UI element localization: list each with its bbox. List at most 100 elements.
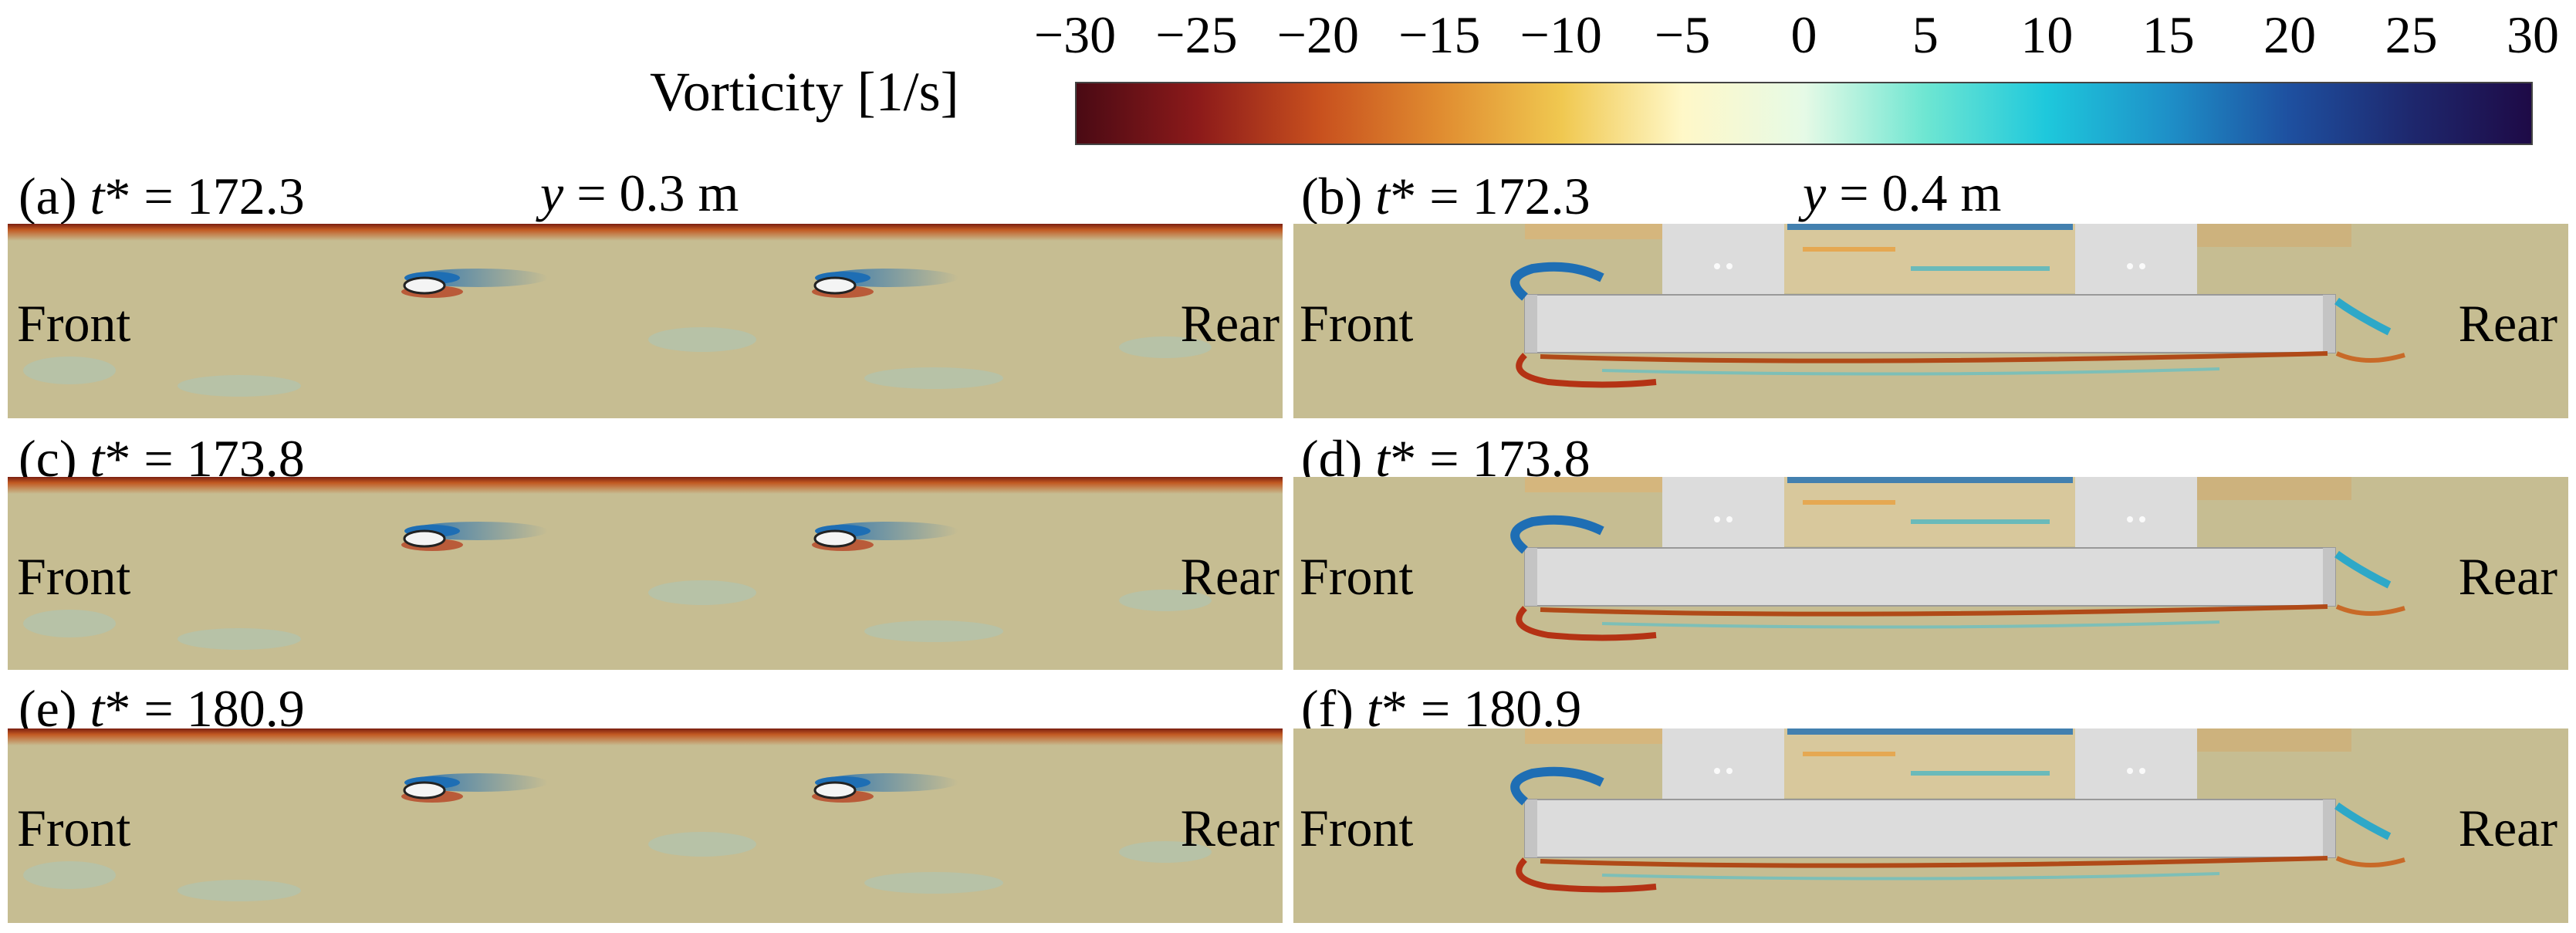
underbody-shear-layer (1540, 856, 2328, 868)
train-body (1524, 547, 2336, 607)
weak-vorticity-patch (177, 880, 301, 901)
wheel-marker (2127, 768, 2133, 774)
underbody-positive-layer (1601, 367, 2220, 376)
wheel-marker (1714, 263, 1720, 269)
train-tail-face (2323, 295, 2335, 353)
rear-label: Rear (2458, 294, 2557, 353)
colorbar-tick-label: −5 (1654, 5, 1711, 64)
wheel-marker (2139, 516, 2145, 522)
rear-label: Rear (1180, 547, 1280, 606)
front-label: Front (17, 547, 131, 606)
bogie-cavity (1662, 477, 1784, 550)
field-a (8, 224, 1283, 418)
positive-shear-strip (1911, 519, 2050, 524)
wheel-section (403, 276, 446, 295)
wheel-marker (2139, 768, 2145, 774)
bogie-cavity (2075, 224, 2197, 297)
colorbar-tick-label: 5 (1912, 5, 1939, 64)
vorticity-panel-c: Front Rear (8, 477, 1283, 670)
nose-positive-vortex (1510, 262, 1604, 301)
plane-label-left: y = 0.3 m (540, 164, 739, 222)
wheel-marker (1726, 263, 1733, 269)
top-shear-layer (8, 477, 1283, 494)
wheel-marker (1714, 516, 1720, 522)
weak-vorticity-patch (648, 832, 756, 857)
train-tail-face (2323, 548, 2335, 606)
upstream-shear (1525, 728, 1662, 744)
colorbar-tick-label: 0 (1790, 5, 1817, 64)
panel-label-d: (d) t* = 173.8 (1301, 429, 1591, 488)
vorticity-panel-a: Front Rear (8, 224, 1283, 418)
weak-vorticity-patch (864, 620, 1003, 642)
downstream-shear (2197, 728, 2351, 752)
vorticity-panel-d: Front Rear (1293, 477, 2568, 670)
colorbar-tick-label: −25 (1155, 5, 1238, 64)
colorbar-gradient (1075, 82, 2533, 145)
wheel-marker (2139, 263, 2145, 269)
weak-vorticity-patch (1119, 336, 1212, 358)
top-shear-layer (8, 728, 1283, 745)
downstream-shear (2197, 477, 2351, 500)
underbody-shear-layer (1540, 351, 2328, 363)
weak-vorticity-patch (1119, 841, 1212, 863)
field-b (1293, 224, 2568, 418)
panel-label-b: (b) t* = 172.3 (1301, 167, 1591, 225)
nose-positive-vortex (1510, 515, 1604, 554)
nose-positive-vortex (1510, 766, 1604, 806)
downstream-shear (2197, 224, 2351, 247)
positive-shear-strip (1911, 266, 2050, 271)
front-label: Front (1300, 294, 1414, 353)
tail-negative-vortex (2335, 351, 2405, 363)
train-nose-face (1525, 548, 1537, 606)
tail-positive-vortex (2334, 802, 2392, 840)
bogie-cavity (1662, 224, 1784, 297)
wheel-marker (1714, 768, 1720, 774)
tail-negative-vortex (2335, 604, 2405, 616)
train-nose-face (1525, 295, 1537, 353)
rear-label: Rear (1180, 294, 1280, 353)
bogie-cavity (1662, 728, 1784, 802)
weak-vorticity-patch (23, 357, 116, 384)
weak-vorticity-patch (23, 610, 116, 637)
negative-shear-strip (1803, 500, 1895, 505)
tail-positive-vortex (2334, 550, 2392, 589)
weak-vorticity-patch (1119, 590, 1212, 611)
colorbar-tick-label: −10 (1520, 5, 1602, 64)
wheel-section (403, 781, 446, 799)
train-body (1524, 799, 2336, 858)
top-shear-layer (8, 224, 1283, 241)
weak-vorticity-patch (648, 580, 756, 605)
positive-shear-strip (1911, 771, 2050, 776)
wheel-marker (2127, 516, 2133, 522)
inter-bogie-flow (1784, 224, 2075, 293)
wheel-marker (2127, 263, 2133, 269)
weak-vorticity-patch (648, 327, 756, 352)
colorbar-title: Vorticity [1/s] (650, 61, 959, 123)
negative-shear-strip (1803, 247, 1895, 252)
tail-negative-vortex (2335, 856, 2405, 867)
panel-label-c: (c) t* = 173.8 (19, 429, 305, 488)
colorbar-tick-label: 30 (2507, 5, 2559, 64)
vorticity-panel-b: Front Rear (1293, 224, 2568, 418)
colorbar-tick-label: 10 (2020, 5, 2074, 64)
positive-shear-strip (1787, 477, 2073, 483)
wheel-section (813, 529, 857, 548)
field-e (8, 728, 1283, 923)
upstream-shear (1525, 477, 1662, 492)
upstream-shear (1525, 224, 1662, 239)
front-label: Front (17, 799, 131, 857)
weak-vorticity-patch (864, 872, 1003, 894)
weak-vorticity-patch (864, 367, 1003, 389)
panel-label-f: (f) t* = 180.9 (1301, 679, 1582, 738)
field-d (1293, 477, 2568, 670)
train-tail-face (2323, 799, 2335, 857)
front-label: Front (1300, 799, 1414, 857)
train-nose-face (1525, 799, 1537, 857)
wheel-section (813, 276, 857, 295)
nose-negative-vortex (1516, 857, 1657, 893)
underbody-shear-layer (1540, 604, 2328, 617)
colorbar-tick-label: 15 (2142, 5, 2195, 64)
underbody-positive-layer (1601, 872, 2220, 881)
inter-bogie-flow (1784, 477, 2075, 546)
colorbar-tick-label: 20 (2263, 5, 2317, 64)
